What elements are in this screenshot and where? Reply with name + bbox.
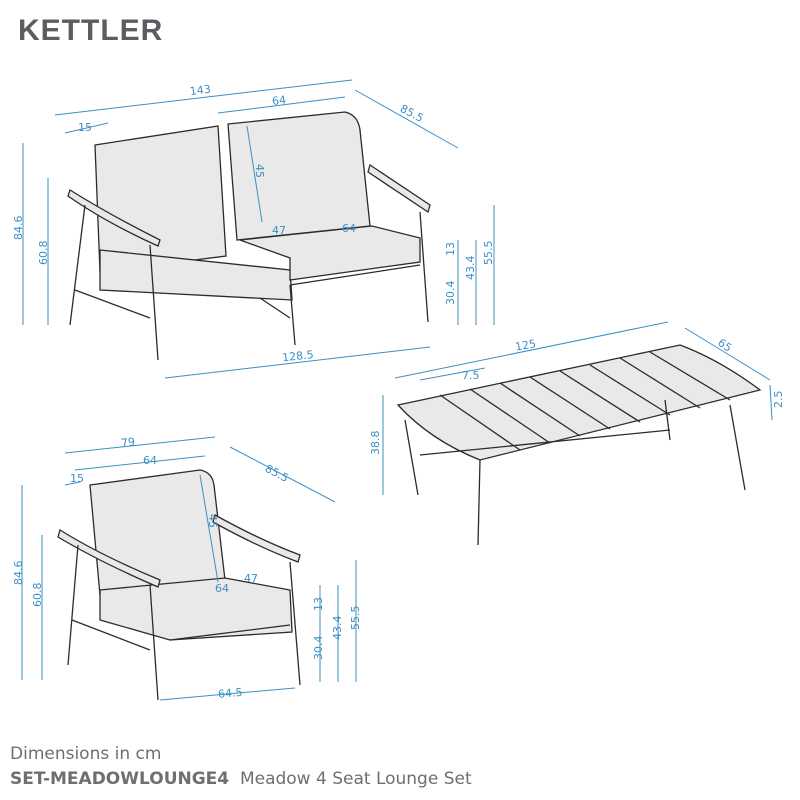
table-height-label: 38.8 [369,431,382,456]
sofa-seat-depth-label: 47 [272,224,286,237]
table-length-label: 125 [514,337,537,353]
chair-seat-base-label: 30.4 [312,636,325,661]
chair-arm-height-label: 60.8 [31,583,44,608]
brand-logo: KETTLER [18,14,164,47]
table-slat-label: 7.5 [462,369,480,382]
chair-back-width-label: 64 [143,454,157,467]
sofa-seat-base-label: 30.4 [444,281,457,306]
chair-seat-height-label: 43.4 [331,616,344,641]
chair-arm-top-label: 55.5 [349,606,362,631]
caption: Dimensions in cm SET-MEADOWLOUNGE4 Meado… [10,742,472,792]
dimension-lines [21,79,773,701]
chair-width-label: 79 [120,435,135,450]
chair-leg-span-label: 64.5 [218,686,244,701]
sofa-arm-width-label: 15 [78,121,92,134]
sofa-height-label: 84.6 [12,216,25,241]
chair-height-label: 84.6 [12,561,25,586]
sofa-back-height-label: 45 [253,164,266,178]
chair-depth-label: 85.5 [263,462,291,485]
table-width-label: 65 [715,336,734,355]
sofa-arm-height-label: 60.8 [37,241,50,266]
units-note: Dimensions in cm [10,744,162,764]
product-code: SET-MEADOWLOUNGE4 [10,769,230,789]
sofa-arm-top-label: 55.5 [482,241,495,266]
chair-arm-width-label: 15 [70,472,84,485]
sofa-drawing [67,111,431,361]
coffee-table-drawing [396,344,762,546]
chair-back-height-label: 45 [206,514,219,528]
sofa-cushion-label: 13 [444,242,457,256]
sofa-seat-width-label: 64 [342,222,356,235]
chair-seat-depth-label: 47 [244,572,258,585]
product-name: Meadow 4 Seat Lounge Set [239,769,472,789]
sofa-leg-span-label: 128.5 [282,348,315,364]
chair-cushion-label: 13 [312,597,325,611]
table-top-thickness-label: 2.5 [772,391,785,409]
sofa-seat-height-label: 43.4 [464,256,477,281]
sofa-back-width-label: 64 [271,93,286,108]
chair-seat-width-label: 64 [215,582,229,595]
sofa-width-label: 143 [189,83,211,98]
armchair-drawing [57,469,301,701]
